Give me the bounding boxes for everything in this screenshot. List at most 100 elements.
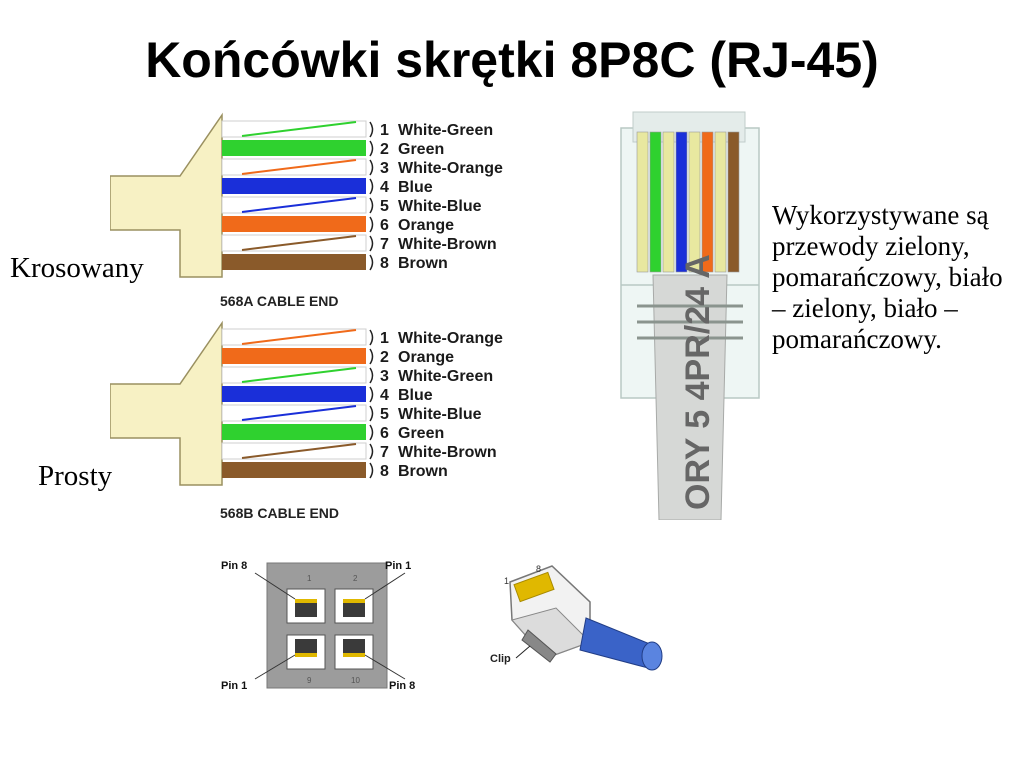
wire-label: Green <box>398 425 444 442</box>
wire-row: 4 Blue <box>222 386 433 404</box>
bracket <box>369 159 374 176</box>
wire-label: White-Brown <box>398 236 497 253</box>
bracket <box>369 386 374 403</box>
bracket <box>369 121 374 138</box>
wire-label: White-Orange <box>398 160 503 177</box>
wire-label: White-Blue <box>398 406 482 423</box>
wire-label: White-Brown <box>398 444 497 461</box>
connector-pin-number: 1 <box>504 576 509 586</box>
pin-number: 4 <box>380 387 389 404</box>
bracket <box>369 178 374 195</box>
wire-label: White-Blue <box>398 198 482 215</box>
pin-number: 8 <box>380 463 389 480</box>
pin-number: 6 <box>380 217 389 234</box>
bracket <box>369 424 374 441</box>
clip-label: Clip <box>490 653 511 665</box>
pin-number: 6 <box>380 425 389 442</box>
wire-stripe-line <box>241 367 357 383</box>
pin-number: 7 <box>380 444 389 461</box>
wire-label: Green <box>398 141 444 158</box>
slide-title: Końcówki skrętki 8P8C (RJ-45) <box>145 32 879 88</box>
wire-stripe-line <box>241 405 357 421</box>
pin-number: 3 <box>380 368 389 385</box>
bracket <box>369 405 374 422</box>
jack-port <box>334 634 374 670</box>
wire-row: 8 Brown <box>222 254 448 272</box>
cable-end-caption: 568A CABLE END <box>220 293 339 309</box>
connector-pin-number: 8 <box>536 564 541 574</box>
bracket <box>369 235 374 252</box>
wire-label: Orange <box>398 217 454 234</box>
bracket <box>369 367 374 384</box>
gold-contacts <box>513 571 555 603</box>
wire-row: 3 White-Green <box>221 366 493 385</box>
dual-jack-diagram: Pin 8 Pin 1 Pin 1 Pin 8 1 2 9 10 <box>221 560 415 692</box>
jack-number: 9 <box>307 676 312 685</box>
wire-solid <box>222 140 366 156</box>
pin-number: 2 <box>380 349 389 366</box>
pin-label: Pin 1 <box>221 680 247 692</box>
wire-row: 2 Green <box>222 140 444 158</box>
wire-stripe-line <box>241 443 357 459</box>
jack-port <box>286 634 326 670</box>
wire-row: 4 Blue <box>222 178 433 196</box>
cable-jacket-gray <box>652 274 728 520</box>
plug-wires <box>636 131 740 273</box>
plug-wire <box>714 131 727 273</box>
jack-port <box>334 588 374 624</box>
wire-stripe-line <box>241 235 357 251</box>
plug-wire <box>636 131 649 273</box>
label-crossed: Krosowany <box>10 252 144 284</box>
plug-wire <box>662 131 675 273</box>
pin-number: 3 <box>380 160 389 177</box>
cable-end-caption: 568B CABLE END <box>220 505 339 521</box>
wire-solid <box>222 216 366 232</box>
wire-label: Blue <box>398 179 433 196</box>
pin-number: 2 <box>380 141 389 158</box>
bracket <box>369 443 374 460</box>
pin-number: 8 <box>380 255 389 272</box>
wire-label: Blue <box>398 387 433 404</box>
rj45-connector-illustration: 1 8 Clip <box>490 564 663 671</box>
wire-solid <box>222 254 366 270</box>
note-text: Wykorzystywane są przewody zielony, poma… <box>772 200 1003 354</box>
plug-wire <box>649 131 662 273</box>
wire-solid <box>222 424 366 440</box>
jacket-print: ORY 5 4PR/24 A <box>679 254 717 510</box>
wire-label: White-Green <box>398 368 493 385</box>
plug-wire <box>727 131 740 273</box>
wire-stripe-line <box>241 197 357 213</box>
pin-number: 1 <box>380 122 389 139</box>
bracket <box>369 348 374 365</box>
bracket <box>369 140 374 157</box>
jack-number: 1 <box>307 574 312 583</box>
bracket <box>369 254 374 271</box>
bracket <box>369 216 374 233</box>
wire-label: Orange <box>398 349 454 366</box>
bracket <box>369 197 374 214</box>
clip <box>521 629 557 663</box>
wire-solid <box>222 386 366 402</box>
wire-row: 6 Orange <box>222 216 454 234</box>
pin-number: 7 <box>380 236 389 253</box>
plug-wire <box>701 131 714 273</box>
rj45-plug-photo: ORY 5 4PR/24 A <box>620 111 760 520</box>
plug-wire <box>688 131 701 273</box>
bracket <box>369 329 374 346</box>
wire-label: Brown <box>398 255 448 272</box>
jack-number: 10 <box>351 676 360 685</box>
bracket <box>369 462 374 479</box>
wire-label: Brown <box>398 463 448 480</box>
wire-stripe-line <box>241 329 357 345</box>
pin-label: Pin 8 <box>389 680 415 692</box>
cable-jacket <box>110 320 223 486</box>
cable-jacket <box>110 112 223 278</box>
pin-number: 4 <box>380 179 389 196</box>
